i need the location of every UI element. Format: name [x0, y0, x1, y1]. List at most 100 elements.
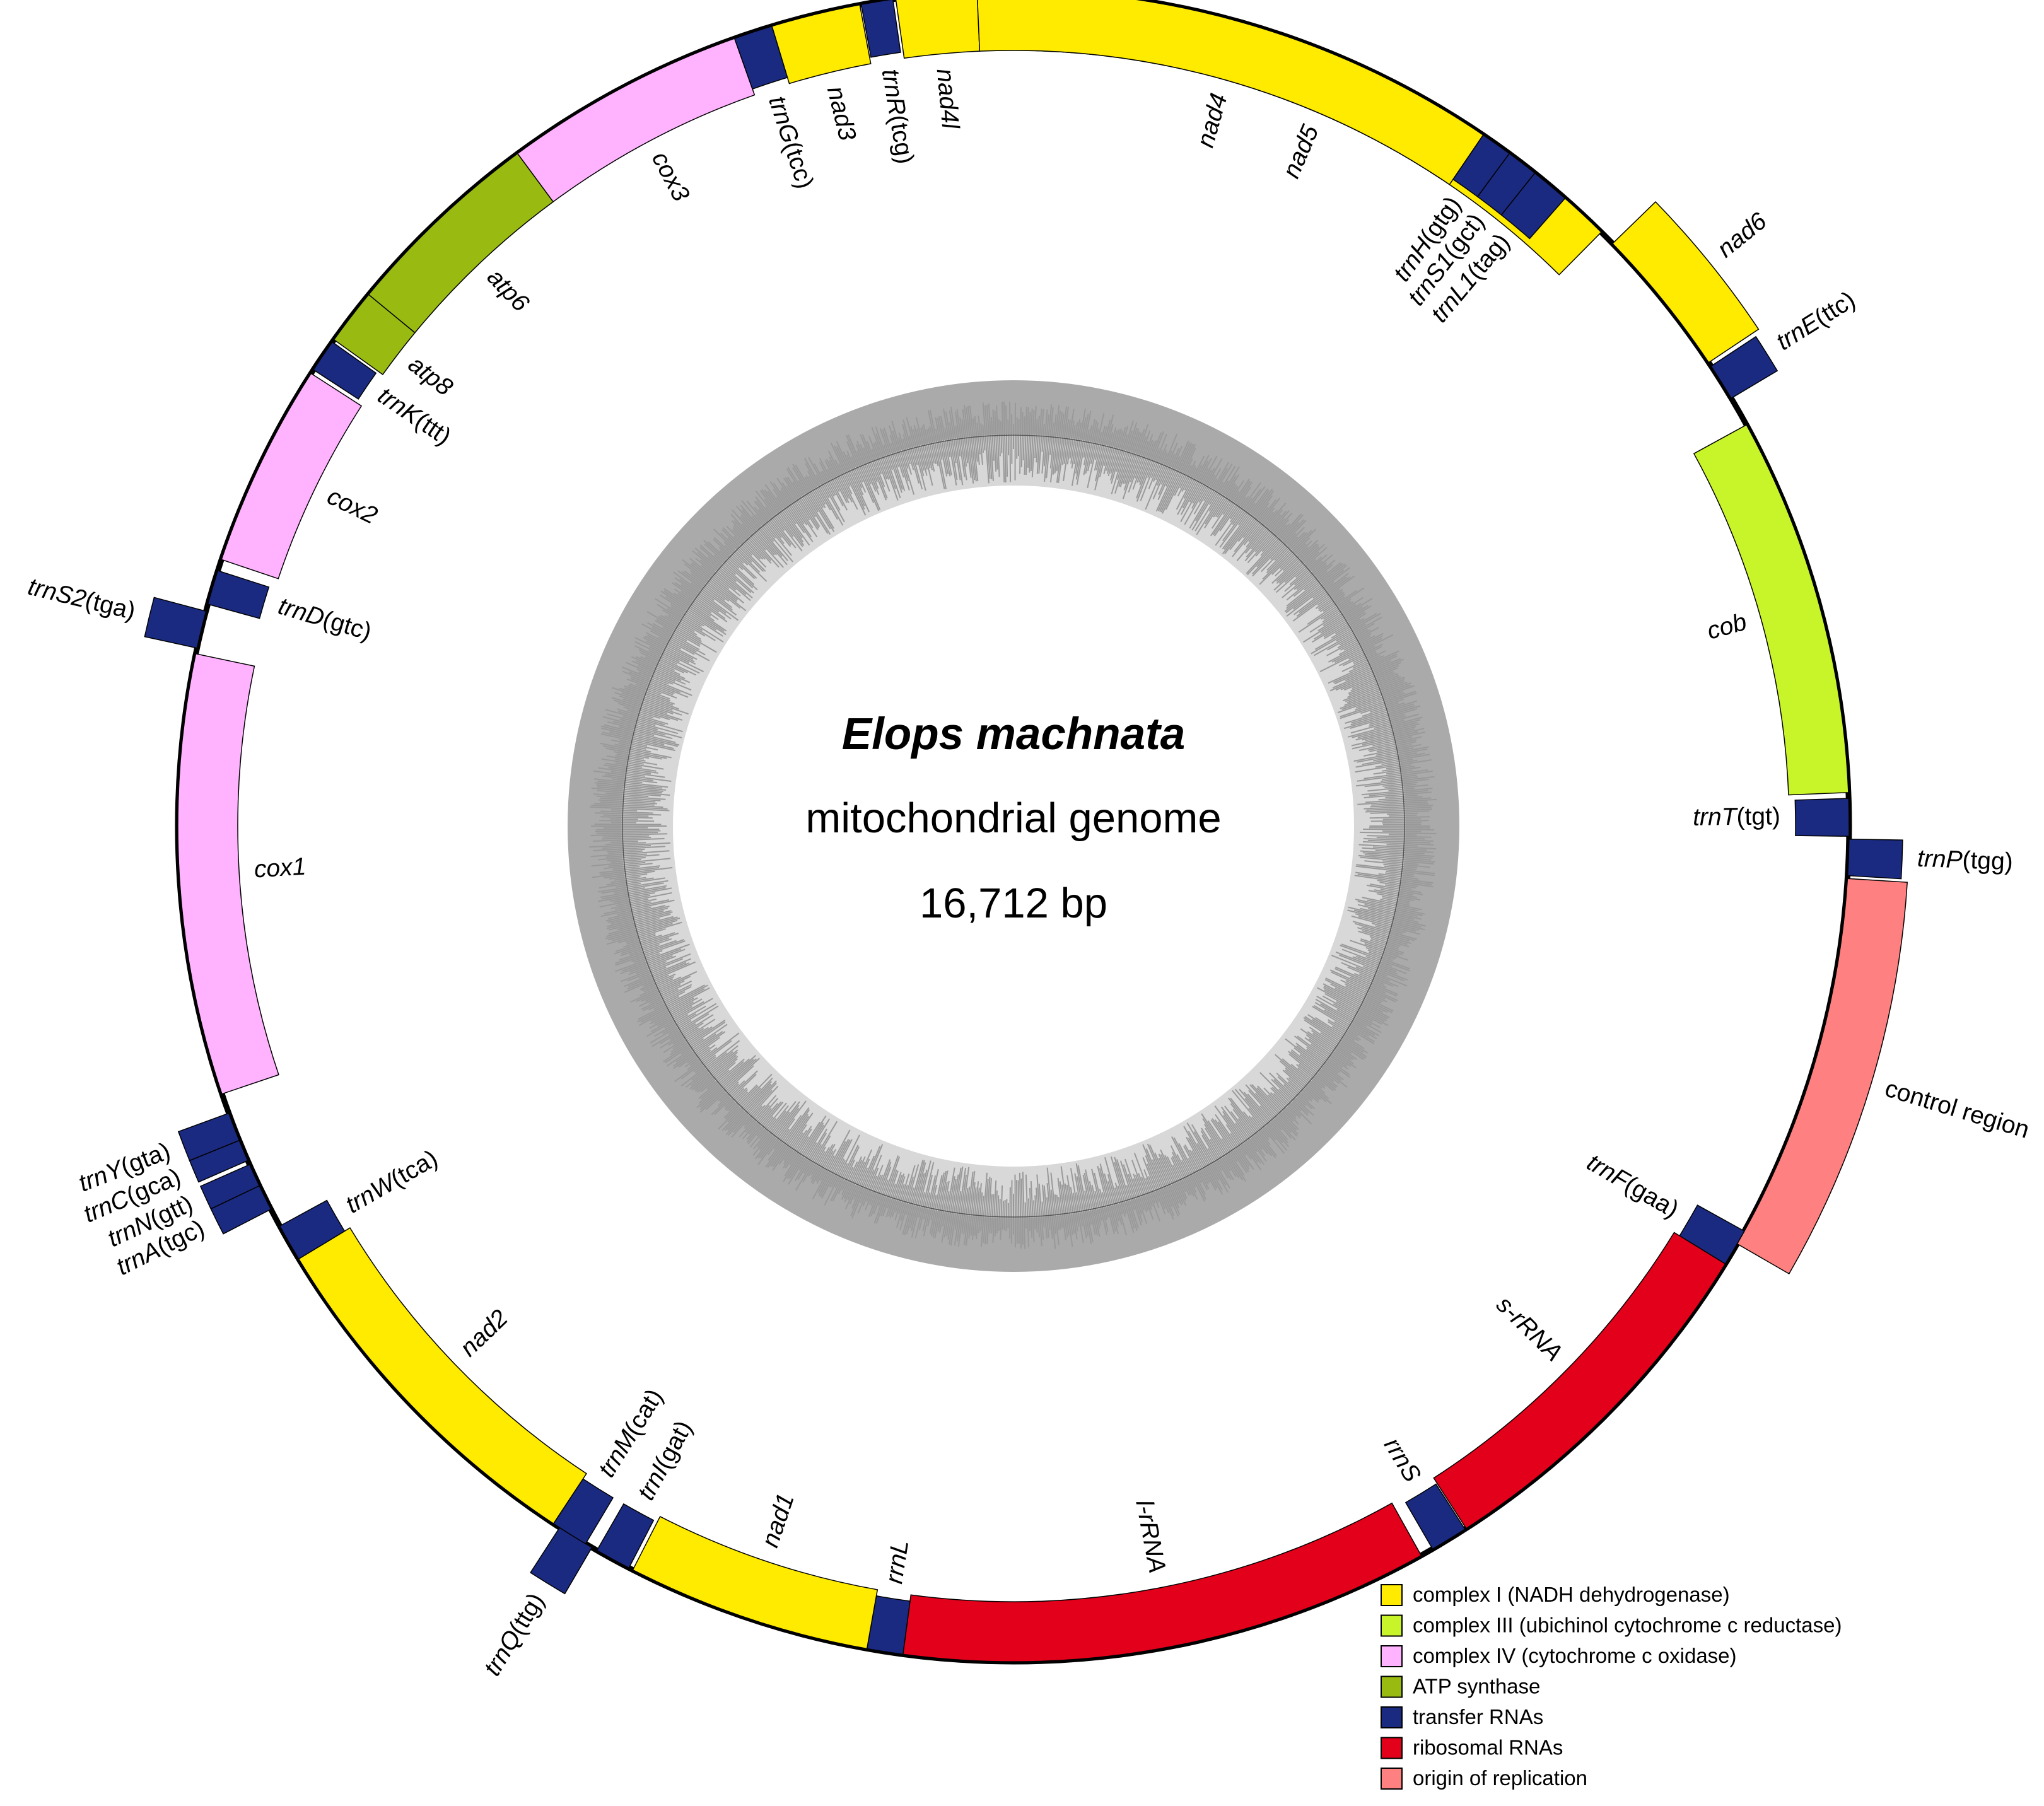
label-nad5-name: nad5	[1278, 121, 1324, 182]
center-disc	[673, 486, 1354, 1167]
label-atp8-name: atp8	[403, 351, 458, 402]
gene-nad4l	[895, 0, 981, 59]
label-trnP-name: trnP	[1917, 845, 1963, 874]
label-trnF: trnF(gaa)	[1582, 1149, 1683, 1223]
label-atp6: atp6	[482, 264, 535, 317]
gc-skew-ticks	[589, 401, 1437, 1249]
gene-trnV	[1405, 1483, 1466, 1550]
gc-midline	[622, 434, 1405, 1218]
gene-trnL1	[1500, 172, 1566, 240]
legend-label: complex I (NADH dehydrogenase)	[1413, 1583, 1730, 1606]
label-trnT: trnT(tgt)	[1693, 803, 1780, 831]
label-nad2-name: nad2	[455, 1305, 514, 1362]
legend-label: transfer RNAs	[1413, 1705, 1543, 1728]
legend-swatch	[1381, 1706, 1403, 1728]
label-trnD-anticodon: (gtc)	[320, 606, 375, 646]
label-cob: cob	[1704, 609, 1749, 645]
gene-trnR	[860, 0, 901, 58]
label-trnR-name: trnR	[876, 67, 910, 117]
label-trnI-anticodon: (gat)	[650, 1416, 698, 1474]
legend-swatch	[1381, 1645, 1403, 1667]
label-cox2: cox2	[323, 483, 382, 530]
label-cox2-name: cox2	[323, 483, 382, 530]
label-trnQ: trnQ(ttg)	[479, 1588, 550, 1681]
gene-trnD	[207, 570, 270, 619]
gene-cox2	[221, 373, 363, 580]
label-nad2: nad2	[455, 1305, 514, 1362]
legend-swatch	[1381, 1584, 1403, 1606]
label-trnL2: rrnL	[880, 1538, 914, 1585]
label-nad4l: nad4l	[931, 67, 964, 131]
label-trnG-anticodon: (tcc)	[778, 138, 818, 192]
label-trnG-name: trnG	[763, 93, 803, 146]
label-trnT-name: trnT	[1693, 803, 1739, 831]
label-cox3-name: cox3	[646, 148, 695, 206]
gene-trnT	[1794, 798, 1850, 837]
label-nad1-name: nad1	[757, 1490, 800, 1551]
label-nad4-name: nad4	[1192, 90, 1233, 150]
label-trnW: trnW(tca)	[341, 1145, 442, 1219]
legend-swatch	[1381, 1675, 1403, 1698]
label-nad4l-name: nad4l	[931, 67, 964, 131]
label-cob-name: cob	[1704, 609, 1749, 645]
label-trnT-anticodon: (tgt)	[1736, 803, 1780, 831]
gene-trnE	[1710, 335, 1778, 399]
label-trnV-name: rrnS	[1379, 1433, 1426, 1487]
gene-cob	[1693, 424, 1849, 796]
label-atp6-name: atp6	[482, 264, 535, 317]
gene-trnW	[279, 1199, 346, 1260]
label-trnS2-anticodon: (tga)	[83, 587, 138, 626]
gene-trnY	[177, 1112, 240, 1162]
label-rrnS: s-rRNA	[1491, 1291, 1567, 1366]
label-nad3-name: nad3	[822, 84, 861, 144]
genome-length: 16,712 bp	[920, 880, 1107, 927]
label-cox3: cox3	[646, 148, 695, 206]
label-trnP-anticodon: (tgg)	[1962, 847, 2014, 876]
legend-swatch	[1381, 1614, 1403, 1637]
gene-rrnS	[1433, 1232, 1726, 1529]
gene-trnN	[199, 1163, 260, 1210]
label-nad1: nad1	[757, 1490, 800, 1551]
label-rrnL: l-rRNA	[1130, 1498, 1171, 1575]
label-atp8: atp8	[403, 351, 458, 402]
gene-features	[144, 0, 1908, 1662]
label-trnR-anticodon: (tcg)	[884, 113, 918, 166]
species-name: Elops machnata	[842, 709, 1186, 759]
label-trnV: rrnS	[1379, 1433, 1426, 1487]
label-nad4: nad4	[1192, 90, 1233, 150]
legend-label: ATP synthase	[1413, 1675, 1540, 1698]
gene-nad1	[632, 1515, 879, 1650]
label-cox1-name: cox1	[254, 853, 307, 883]
label-trnE: trnE(ttc)	[1772, 286, 1860, 356]
genome-type: mitochondrial genome	[805, 795, 1221, 842]
label-control-region: control region	[1882, 1075, 2033, 1144]
label-trnG: trnG(tcc)	[763, 93, 819, 192]
label-trnS2: trnS2(tga)	[25, 573, 138, 626]
label-nad5: nad5	[1278, 121, 1324, 182]
label-trnL2-name: rrnL	[880, 1538, 914, 1585]
legend-label: ribosomal RNAs	[1413, 1736, 1563, 1759]
label-trnD: trnD(gtc)	[275, 593, 375, 646]
label-control-region-name: control region	[1882, 1075, 2033, 1144]
legend-label: complex III (ubichinol cytochrome c redu…	[1413, 1614, 1842, 1637]
gene-trnI	[596, 1503, 655, 1569]
label-nad6: nad6	[1712, 207, 1772, 263]
label-trnP: trnP(tgg)	[1917, 845, 2013, 876]
gene-trnK	[312, 341, 377, 400]
gc-content-ring	[568, 380, 1459, 1272]
label-nad6-name: nad6	[1712, 207, 1772, 263]
gene-nad4	[977, 0, 1484, 185]
label-cox1: cox1	[254, 853, 307, 883]
label-rrnS-name: s-rRNA	[1491, 1291, 1567, 1366]
gene-nad2	[298, 1227, 587, 1525]
gene-cox3	[517, 38, 756, 203]
legend-swatch	[1381, 1768, 1403, 1790]
gene-cox1	[177, 653, 279, 1095]
label-nad3: nad3	[822, 84, 861, 144]
legend-label: complex IV (cytochrome c oxidase)	[1413, 1644, 1737, 1667]
legend: complex I (NADH dehydrogenase) complex II…	[1381, 1583, 1842, 1790]
label-trnR: trnR(tcg)	[876, 67, 918, 166]
legend-swatch	[1381, 1737, 1403, 1759]
center-title: Elops machnata mitochondrial genome 16,7…	[805, 709, 1221, 927]
gene-nad6	[1611, 201, 1760, 363]
